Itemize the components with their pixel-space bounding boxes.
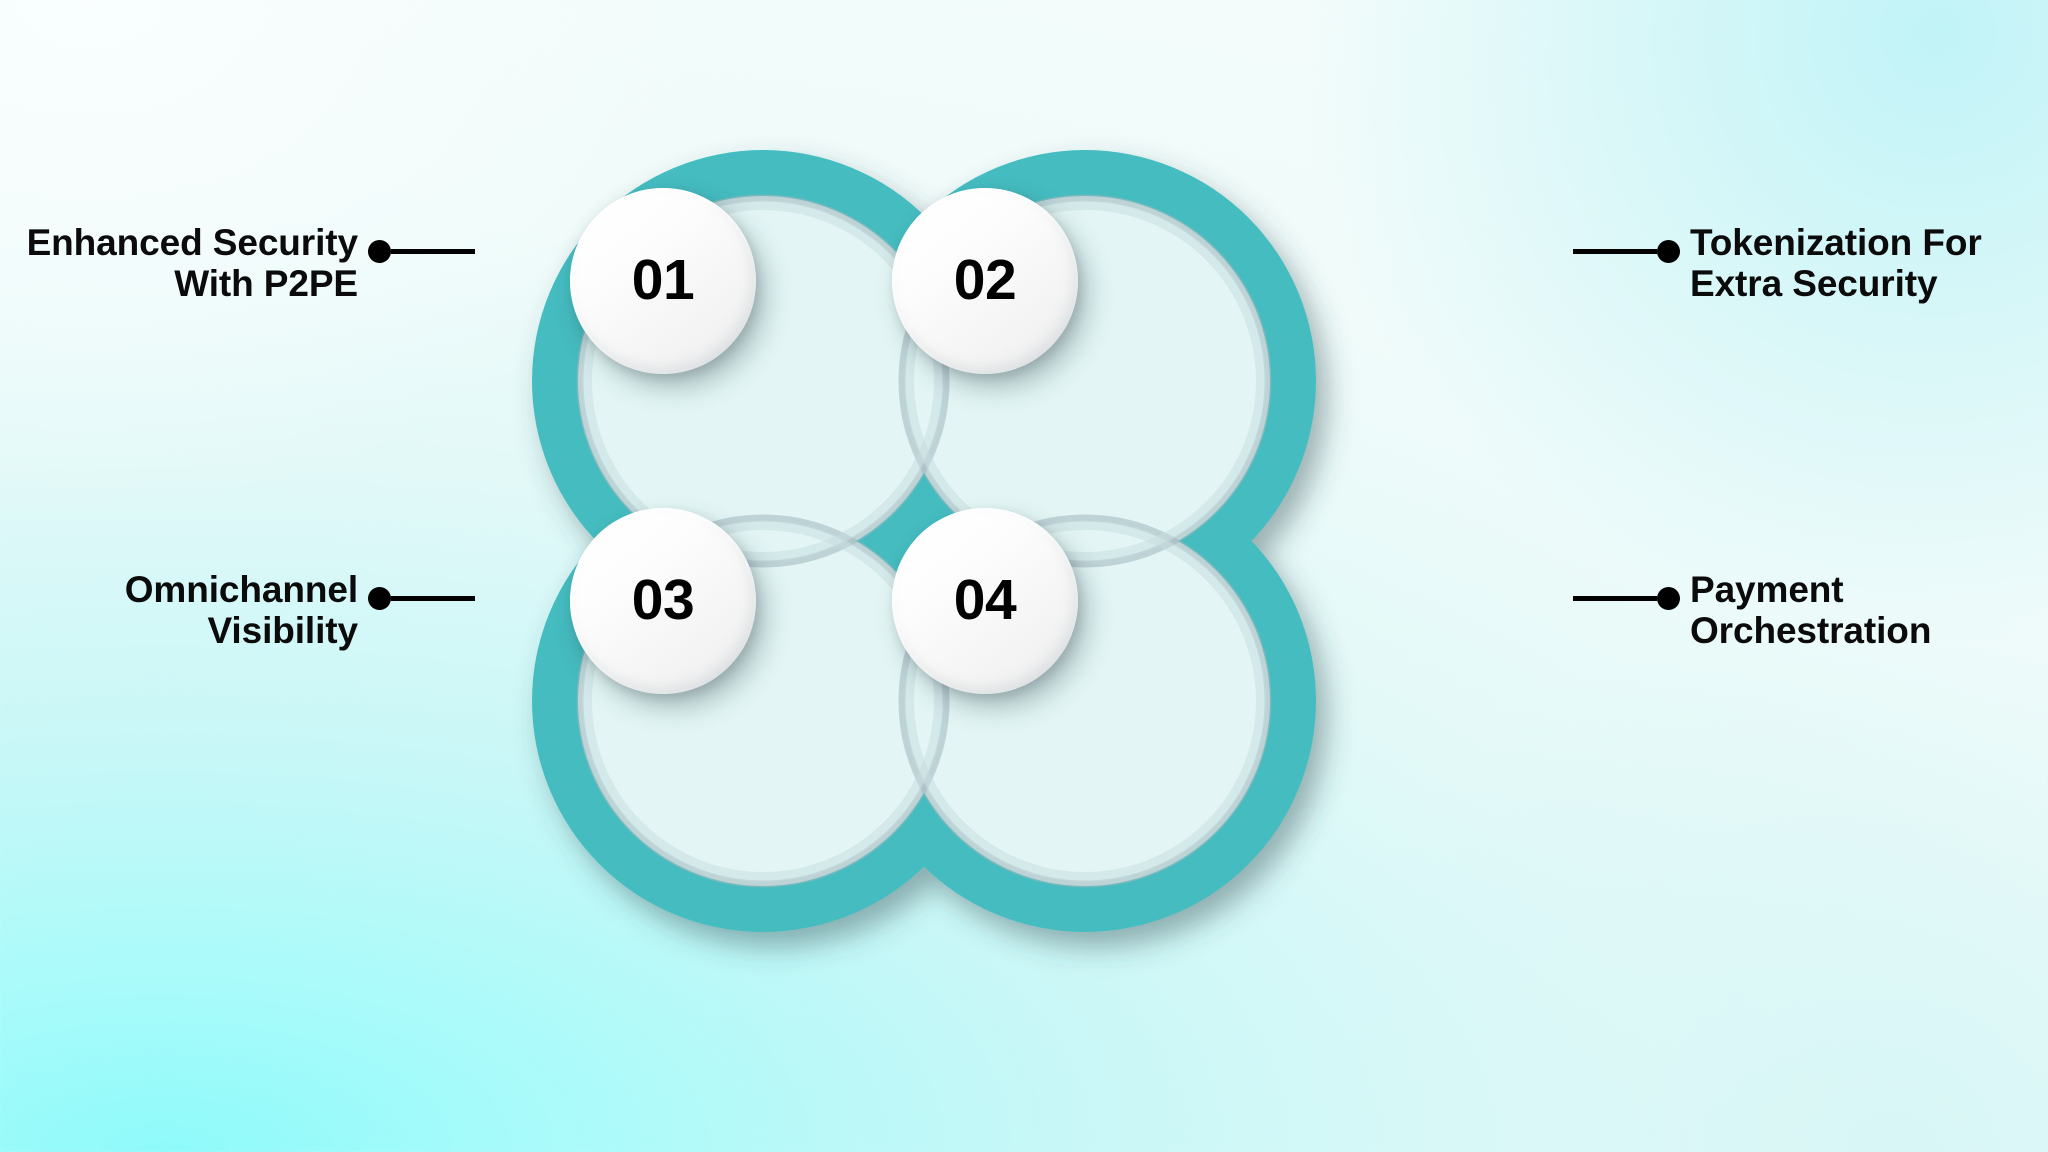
clover-petal-bevels — [576, 194, 1272, 888]
node-disc-02[interactable]: 02 — [892, 188, 1078, 374]
node-number-04: 04 — [953, 567, 1017, 632]
node-label-01: Enhanced Security With P2PE — [26, 222, 359, 305]
node-number-01: 01 — [631, 247, 695, 312]
connector-dot-icon — [1657, 586, 1680, 610]
connector-top-left — [368, 239, 475, 263]
connector-dot-icon — [1657, 239, 1680, 263]
connector-line — [1573, 595, 1657, 601]
connector-bottom-left — [368, 586, 475, 610]
connector-line — [391, 248, 475, 254]
clover-petal-interiors — [578, 196, 1270, 886]
node-number-02: 02 — [953, 247, 1017, 312]
node-disc-01[interactable]: 01 — [570, 188, 756, 374]
node-label-02: Tokenization For Extra Security — [1690, 222, 1982, 305]
connector-top-right — [1573, 239, 1680, 263]
connector-line — [1573, 248, 1657, 254]
node-label-04: Payment Orchestration — [1690, 569, 1932, 652]
clover-graphic: 01 02 03 04 — [474, 104, 1574, 1004]
connector-bottom-right — [1573, 586, 1680, 610]
node-disc-03[interactable]: 03 — [570, 508, 756, 694]
node-number-03: 03 — [631, 567, 695, 632]
node-disc-04[interactable]: 04 — [892, 508, 1078, 694]
connector-line — [391, 595, 475, 601]
connector-dot-icon — [368, 239, 391, 263]
connector-dot-icon — [368, 586, 391, 610]
node-label-03: Omnichannel Visibility — [124, 569, 358, 652]
